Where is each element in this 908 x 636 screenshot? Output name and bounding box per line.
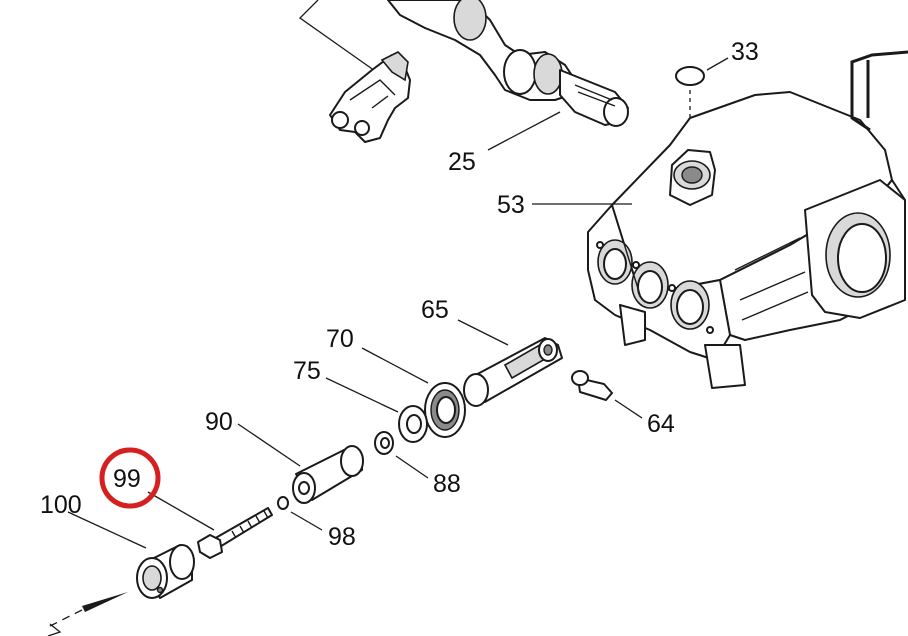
- collar-100: [67, 511, 195, 599]
- label-99: 99: [113, 465, 141, 493]
- label-88: 88: [433, 470, 461, 498]
- washer-75: [325, 377, 428, 443]
- cover-outline: [850, 50, 908, 132]
- label-70: 70: [326, 325, 354, 353]
- plunger-65: [457, 319, 563, 407]
- label-65: 65: [421, 296, 449, 324]
- pin-64: [571, 370, 643, 419]
- highlight-circle-99: [99, 447, 161, 509]
- label-98: 98: [328, 523, 356, 551]
- circlip-88: [374, 431, 429, 479]
- connecting-rod-part: [329, 51, 411, 143]
- label-64: 64: [647, 410, 675, 438]
- label-53: 53: [497, 191, 525, 219]
- sleeve-90: [237, 423, 364, 504]
- o-ring-98: [277, 496, 323, 531]
- seal-70: [361, 347, 466, 438]
- top-leader: [298, 0, 386, 79]
- crankshaft-part: [387, 0, 629, 127]
- leader-25: [487, 111, 561, 151]
- label-75: 75: [293, 357, 321, 385]
- label-90: 90: [205, 408, 233, 436]
- direction-arrow: [47, 592, 128, 636]
- label-33: 33: [731, 38, 759, 66]
- pump-housing-53: [587, 91, 906, 389]
- bolt-99: [147, 491, 273, 559]
- label-25: 25: [448, 148, 476, 176]
- label-100: 100: [40, 491, 82, 519]
